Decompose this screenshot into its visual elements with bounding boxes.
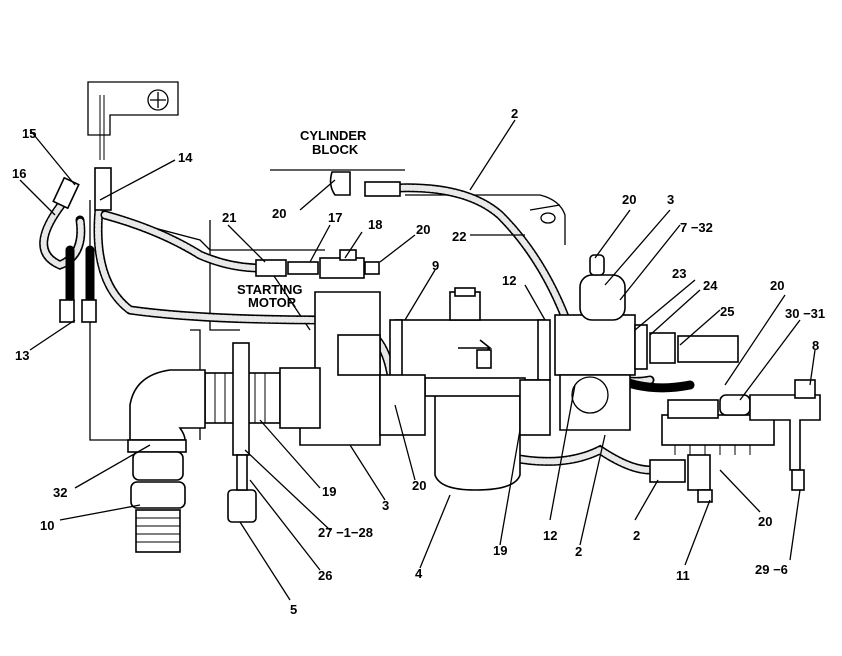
callout-2-bottom: 2 [575, 544, 582, 559]
callout-7-32: 7 −32 [680, 220, 713, 235]
callout-24: 24 [703, 278, 718, 293]
callout-20-pump: 20 [622, 192, 636, 207]
callout-30-31: 30 −31 [785, 306, 825, 321]
callout-3-bottom: 3 [382, 498, 389, 513]
callout-8: 8 [812, 338, 819, 353]
callout-15: 15 [22, 126, 36, 141]
callout-29-6: 29 −6 [755, 562, 788, 577]
callout-12-top: 12 [502, 273, 516, 288]
callout-23: 23 [672, 266, 686, 281]
callout-25: 25 [720, 304, 734, 319]
callout-22: 22 [452, 229, 466, 244]
callout-numbers: 2 15 16 14 20 21 17 18 20 22 20 3 7 −32 … [12, 106, 825, 617]
callout-3-top: 3 [667, 192, 674, 207]
cylinder-block-label: CYLINDER BLOCK [300, 128, 367, 157]
starting-motor-line2: MOTOR [248, 295, 297, 310]
callout-11: 11 [676, 568, 690, 583]
cylinder-block-line2: BLOCK [312, 142, 359, 157]
starting-motor-line1: STARTING [237, 282, 302, 297]
callout-19-right: 19 [493, 543, 507, 558]
cylinder-block-line1: CYLINDER [300, 128, 367, 143]
leader-lines [19, 119, 816, 601]
callout-5: 5 [290, 602, 297, 617]
callout-32: 32 [53, 485, 67, 500]
callout-17: 17 [328, 210, 342, 225]
callout-20-lower-right: 20 [758, 514, 772, 529]
callout-20-right: 20 [770, 278, 784, 293]
callout-10: 10 [40, 518, 54, 533]
callout-26: 26 [318, 568, 332, 583]
callout-19-left: 19 [322, 484, 336, 499]
top-fittings [52, 167, 401, 323]
callout-20-bottom: 20 [412, 478, 426, 493]
callout-20-block: 20 [272, 206, 286, 221]
callout-18: 18 [368, 217, 382, 232]
callout-16: 16 [12, 166, 26, 181]
callout-9: 9 [432, 258, 439, 273]
callout-14: 14 [178, 150, 193, 165]
gauge-bracket [87, 81, 179, 160]
callout-13: 13 [15, 348, 29, 363]
pump-assembly [127, 254, 821, 553]
callout-21: 21 [222, 210, 236, 225]
callout-12-bottom: 12 [543, 528, 557, 543]
callout-20-top: 20 [416, 222, 430, 237]
callout-2-lower-right: 2 [633, 528, 640, 543]
starting-motor-label: STARTING MOTOR [237, 282, 302, 310]
callout-2-top: 2 [511, 106, 518, 121]
callout-4: 4 [415, 566, 423, 581]
callout-27-1-28: 27 −1−28 [318, 525, 373, 540]
